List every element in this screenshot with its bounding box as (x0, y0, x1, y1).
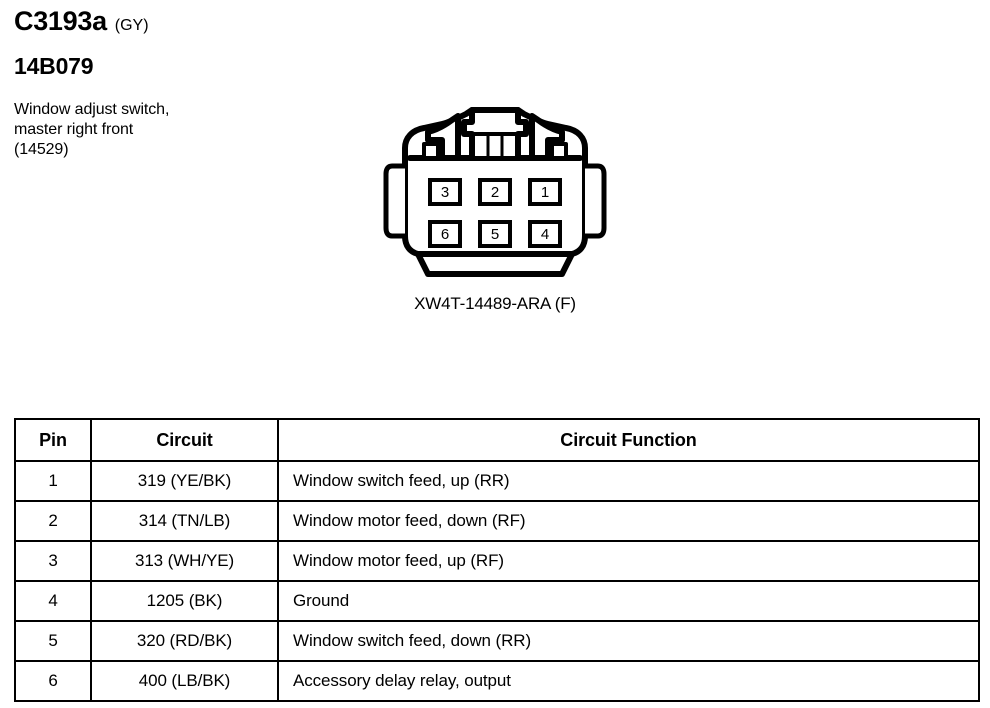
connector-part-number: 14B079 (14, 53, 94, 79)
cell-circuit-function: Window motor feed, down (RF) (277, 500, 980, 542)
connector-description-line-1: Window adjust switch, (14, 101, 170, 118)
connector-description: Window adjust switch, master right front… (14, 100, 344, 160)
connector-left-latch-wing (425, 113, 461, 161)
connector-right-latch-step (550, 142, 568, 160)
connector-id: C3193a (14, 6, 107, 36)
connector-header-block: C3193a (GY) 14B079 Window adjust switch,… (14, 8, 344, 160)
connector-id-line: C3193a (GY) (14, 8, 344, 42)
pin-cavity-label-1: 1 (541, 184, 549, 201)
connector-part-caption: XW4T-14489-ARA (F) (414, 294, 576, 313)
pin-cavity-label-5: 5 (491, 226, 499, 243)
cell-pin: 6 (14, 660, 92, 702)
table-header-row: Pin Circuit Circuit Function (14, 418, 980, 462)
connector-right-latch-wing (529, 113, 565, 161)
connector-left-rail (383, 163, 405, 239)
cell-circuit: 400 (LB/BK) (90, 660, 279, 702)
cell-circuit-function: Window switch feed, up (RR) (277, 460, 980, 502)
pin-cavity-4: 4 (528, 220, 562, 248)
cell-pin: 3 (14, 540, 92, 582)
connector-left-latch-step (422, 142, 440, 160)
connector-description-line-2: master right front (14, 121, 134, 138)
cell-circuit: 313 (WH/YE) (90, 540, 279, 582)
column-header-function: Circuit Function (277, 418, 980, 462)
cell-circuit-function: Window motor feed, up (RF) (277, 540, 980, 582)
connector-color-code: (GY) (114, 17, 149, 34)
pin-cavity-1: 1 (528, 178, 562, 206)
connector-right-rail (585, 163, 607, 239)
pin-cavity-6: 6 (428, 220, 462, 248)
cell-pin: 1 (14, 460, 92, 502)
cell-circuit-function: Ground (277, 580, 980, 622)
pin-cavity-5: 5 (478, 220, 512, 248)
column-header-pin: Pin (14, 418, 92, 462)
connector-latch-window (471, 132, 519, 160)
cell-circuit: 319 (YE/BK) (90, 460, 279, 502)
pin-cavity-label-6: 6 (441, 226, 449, 243)
pin-cavity-label-4: 4 (541, 226, 549, 243)
cell-circuit: 320 (RD/BK) (90, 620, 279, 662)
connector-figure: 3 2 1 6 5 4 XW4T-14489-ARA (F) (370, 88, 620, 314)
pin-cavity-label-3: 3 (441, 184, 449, 201)
cell-pin: 2 (14, 500, 92, 542)
cell-circuit-function: Accessory delay relay, output (277, 660, 980, 702)
connector-description-line-3: (14529) (14, 141, 69, 158)
cell-pin: 4 (14, 580, 92, 622)
pin-cavity-2: 2 (478, 178, 512, 206)
cell-circuit: 314 (TN/LB) (90, 500, 279, 542)
connector-bottom-skirt (415, 251, 575, 277)
pin-cavity-3: 3 (428, 178, 462, 206)
cell-pin: 5 (14, 620, 92, 662)
connector-body-diagram: 3 2 1 6 5 4 (383, 107, 607, 277)
pin-cavity-label-2: 2 (491, 184, 499, 201)
cell-circuit-function: Window switch feed, down (RR) (277, 620, 980, 662)
column-header-circuit: Circuit (90, 418, 279, 462)
cell-circuit: 1205 (BK) (90, 580, 279, 622)
